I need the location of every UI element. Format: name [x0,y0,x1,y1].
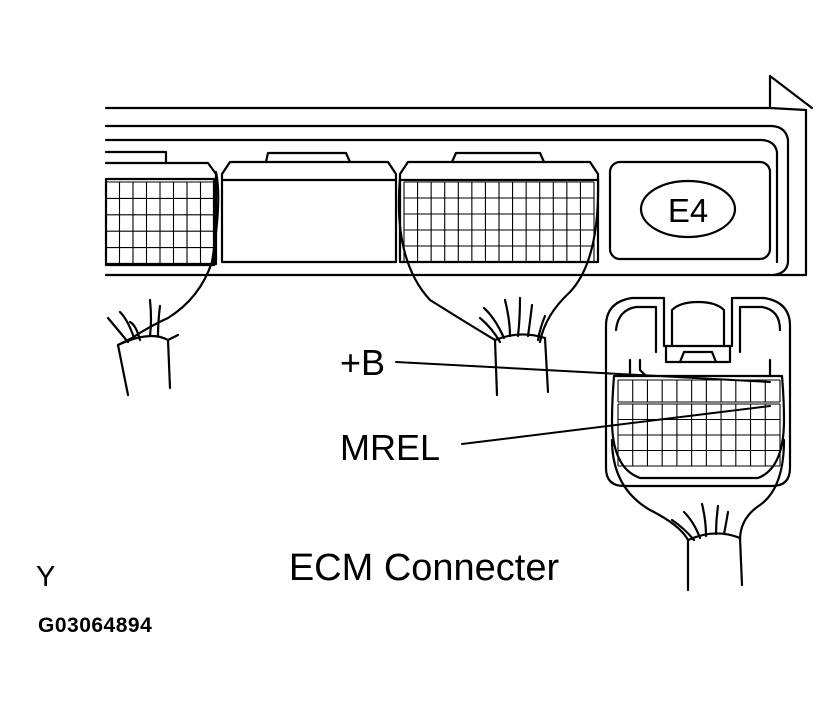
plus-b-leader [395,361,771,383]
pin-grids [105,181,781,467]
pin-grid-header-3 [403,181,595,263]
figure-code: G03064894 [38,614,153,637]
front-connector-housing [604,296,792,488]
e4-label: E4 [668,192,708,229]
pin-grid-header-1 [105,181,215,265]
mrel-label: MREL [340,427,440,468]
caption: ECM Connecter [289,547,560,589]
plus-b-label: +B [340,342,385,383]
ecm-connector-header-3 [398,151,600,264]
ecm-housing [104,74,814,277]
mrel-leader [461,405,771,445]
ecm-connector-header-2 [220,151,398,264]
harness-right [610,438,786,592]
corner-letter: Y [36,561,56,593]
e4-panel [608,160,772,261]
pin-grid-front-top [617,379,781,403]
pin-grid-front-bottom [617,403,781,467]
harness-left [106,170,220,397]
